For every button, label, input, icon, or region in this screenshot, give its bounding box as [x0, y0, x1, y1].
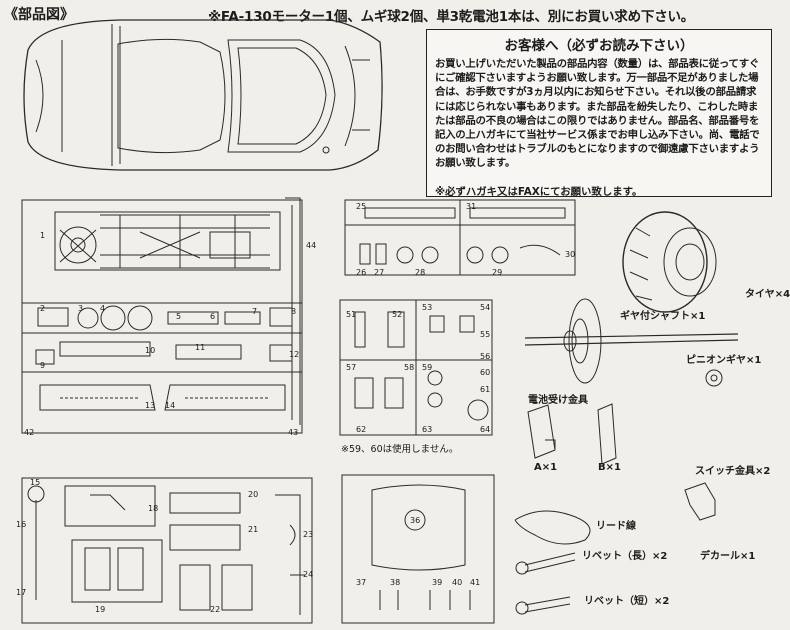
runner-chassis	[21, 197, 303, 434]
part-number: 18	[148, 504, 159, 513]
gear-shaft-drawing	[524, 298, 739, 384]
part-number: 22	[210, 605, 221, 614]
part-number: 56	[480, 352, 491, 361]
part-number: 63	[422, 425, 433, 434]
part-number: 17	[16, 588, 27, 597]
part-number: 62	[356, 425, 367, 434]
part-number: 20	[248, 490, 259, 499]
part-number: 28	[415, 268, 426, 277]
lead-wire-drawing	[514, 510, 591, 545]
label-gear-shaft: ギヤ付シャフト×1	[620, 311, 706, 322]
label-pinion: ピニオンギヤ×1	[686, 355, 762, 366]
part-number: 41	[470, 578, 481, 587]
rivets-drawing	[515, 552, 576, 615]
part-number: 58	[404, 363, 415, 372]
part-number: 14	[165, 401, 176, 410]
part-number: 55	[480, 330, 491, 339]
part-number: 36	[410, 516, 421, 525]
part-number: 24	[303, 570, 314, 579]
part-number: 25	[356, 202, 367, 211]
part-number: 51	[346, 310, 357, 319]
label-battery-holder: 電池受け金具	[528, 395, 588, 406]
label-holder-b: B×1	[598, 462, 621, 473]
part-number: 4	[100, 304, 106, 313]
runner-lights	[344, 199, 576, 276]
part-number: 53	[422, 303, 433, 312]
label-rivet-short: リベット（短）×2	[584, 596, 670, 607]
label-holder-a: A×1	[534, 462, 558, 473]
part-number: 54	[480, 303, 491, 312]
part-number: 9	[40, 361, 46, 370]
notice-title: お客様へ（必ずお読み下さい）	[504, 38, 694, 54]
label-tire: タイヤ×4	[745, 289, 790, 300]
part-number: 6	[210, 312, 216, 321]
part-number: 38	[390, 578, 401, 587]
unused-note: ※59、60は使用しません。	[341, 444, 459, 455]
part-number: 15	[30, 478, 41, 487]
purchase-note: ※FA-130モーター1個、ムギ球2個、単3乾電池1本は、別にお買い求め下さい。	[208, 9, 695, 25]
battery-holder-drawing	[527, 403, 617, 465]
part-number: 30	[565, 250, 576, 259]
part-number: 3	[78, 304, 84, 313]
runner-interior	[21, 477, 313, 624]
part-number: 13	[145, 401, 156, 410]
part-number: 59	[422, 363, 433, 372]
label-switch: スイッチ金具×2	[695, 466, 771, 477]
notice-body: お買い上げいただいた製品の部品内容（数量）は、部品表に従ってすぐにご確認下さいま…	[435, 58, 760, 170]
page-title: 《部品図》	[4, 7, 74, 23]
label-lead: リード線	[596, 521, 636, 532]
part-number: 12	[289, 350, 300, 359]
switch-drawing	[684, 482, 716, 521]
part-number: 44	[306, 241, 317, 250]
customer-notice: お客様へ（必ずお読み下さい） お買い上げいただいた製品の部品内容（数量）は、部品…	[426, 29, 772, 198]
part-number: 42	[24, 428, 35, 437]
part-number: 64	[480, 425, 491, 434]
part-number: 52	[392, 310, 403, 319]
notice-footer: ※必ずハガキ又はFAXにてお願い致します。	[435, 186, 643, 198]
tire-drawing	[622, 211, 717, 313]
part-number: 5	[176, 312, 182, 321]
part-number: 11	[195, 343, 206, 352]
part-number: 43	[288, 428, 299, 437]
label-rivet-long: リベット（長）×2	[582, 551, 668, 562]
part-number: 1	[40, 231, 46, 240]
part-number: 26	[356, 268, 367, 277]
label-decal: デカール×1	[700, 551, 756, 562]
part-number: 27	[374, 268, 385, 277]
part-number: 61	[480, 385, 491, 394]
car-body-drawing	[23, 19, 383, 171]
part-number: 40	[452, 578, 463, 587]
part-number: 19	[95, 605, 106, 614]
part-number: 57	[346, 363, 357, 372]
part-number: 31	[466, 202, 477, 211]
runner-small	[339, 299, 493, 436]
pinion-drawing	[705, 369, 723, 387]
part-number: 23	[303, 530, 314, 539]
part-number: 29	[492, 268, 503, 277]
part-number: 60	[480, 368, 491, 377]
part-number: 7	[252, 307, 258, 316]
part-number: 21	[248, 525, 259, 534]
runner-body-base	[341, 474, 495, 624]
part-number: 37	[356, 578, 367, 587]
part-number: 10	[145, 346, 156, 355]
part-number: 2	[40, 304, 46, 313]
part-number: 8	[291, 307, 297, 316]
part-number: 39	[432, 578, 443, 587]
part-number: 16	[16, 520, 27, 529]
